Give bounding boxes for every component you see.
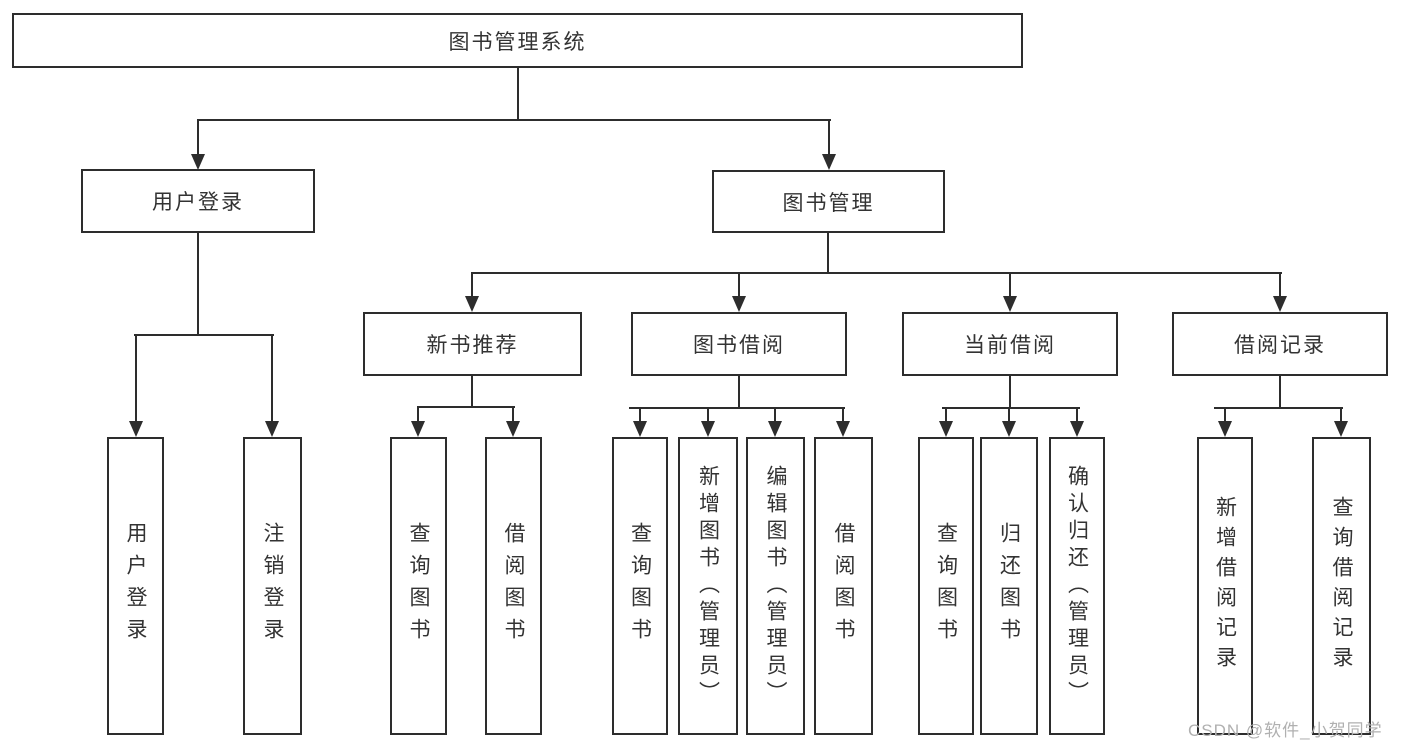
- node-user-login-group: 用户登录: [81, 169, 315, 233]
- connector-leg: [707, 407, 709, 422]
- arrow-down-icon: [1334, 421, 1348, 437]
- connector-leg: [417, 406, 419, 423]
- node-label: 归还图书: [997, 522, 1021, 650]
- node-label: 查询图书: [934, 522, 958, 650]
- node-label: 查询借阅记录: [1330, 496, 1353, 676]
- connector-leg: [1340, 407, 1342, 422]
- connector-leg-logout: [271, 334, 273, 422]
- arrow-down-icon: [939, 421, 953, 437]
- node-label: 查询图书: [628, 522, 652, 650]
- connector-leg-book-management: [828, 119, 830, 155]
- arrow-down-icon: [836, 421, 850, 437]
- node-query-books-borrowing: 查询图书: [612, 437, 668, 735]
- connector-root-stem: [517, 68, 519, 120]
- arrow-down-icon: [265, 421, 279, 437]
- connector-new-book-split: [418, 406, 515, 408]
- node-confirm-return-admin: 确认归还（管理员）: [1049, 437, 1105, 735]
- connector-leg: [1076, 407, 1078, 422]
- arrow-down-icon: [191, 154, 205, 170]
- node-label: 新增借阅记录: [1213, 496, 1237, 676]
- connector-leg: [1008, 407, 1010, 422]
- node-user-login: 用户登录: [107, 437, 164, 735]
- node-label: 借阅图书: [832, 522, 855, 650]
- node-book-management: 图书管理: [712, 170, 945, 233]
- arrow-down-icon: [506, 421, 520, 437]
- connector-borrow-records-stem: [1279, 375, 1281, 408]
- node-label: 用户登录: [124, 522, 147, 650]
- node-label: 确认归还（管理员）: [1065, 464, 1089, 708]
- node-current-borrowing: 当前借阅: [902, 312, 1118, 376]
- connector-user-login-stem: [197, 233, 199, 335]
- arrow-down-icon: [1070, 421, 1084, 437]
- node-query-borrow-record: 查询借阅记录: [1312, 437, 1371, 735]
- arrow-down-icon: [411, 421, 425, 437]
- node-query-books-current: 查询图书: [918, 437, 974, 735]
- connector-leg-book-borrow: [738, 272, 740, 298]
- node-borrowing-records: 借阅记录: [1172, 312, 1388, 376]
- csdn-watermark: CSDN @软件_小贺同学: [1188, 721, 1383, 740]
- arrow-down-icon: [768, 421, 782, 437]
- connector-leg: [1224, 407, 1226, 422]
- node-borrow-books-recommend: 借阅图书: [485, 437, 542, 735]
- connector-leg-login: [135, 334, 137, 422]
- arrow-down-icon: [822, 154, 836, 170]
- node-add-borrow-record: 新增借阅记录: [1197, 437, 1253, 735]
- connector-leg: [639, 407, 641, 422]
- arrow-down-icon: [633, 421, 647, 437]
- connector-book-management-split: [471, 272, 1282, 274]
- connector-leg: [842, 407, 844, 422]
- node-label: 查询图书: [407, 522, 430, 650]
- connector-current-borrow-split: [942, 407, 1080, 409]
- connector-leg: [945, 407, 947, 422]
- node-label: 编辑图书（管理员）: [764, 464, 787, 708]
- node-label: 新增图书（管理员）: [696, 464, 720, 708]
- connector-leg-user-login: [197, 119, 199, 155]
- arrow-down-icon: [465, 296, 479, 312]
- node-borrow-books: 借阅图书: [814, 437, 873, 735]
- node-query-books-recommend: 查询图书: [390, 437, 447, 735]
- connector-leg-borrow-records: [1279, 272, 1281, 298]
- node-label: 借阅图书: [502, 522, 525, 650]
- arrow-down-icon: [701, 421, 715, 437]
- arrow-down-icon: [129, 421, 143, 437]
- node-book-borrowing: 图书借阅: [631, 312, 847, 376]
- connector-book-borrow-stem: [738, 375, 740, 408]
- arrow-down-icon: [1002, 421, 1016, 437]
- node-logout: 注销登录: [243, 437, 302, 735]
- connector-current-borrow-stem: [1009, 375, 1011, 408]
- arrow-down-icon: [1003, 296, 1017, 312]
- connector-leg: [512, 406, 514, 423]
- connector-book-management-stem: [827, 233, 829, 274]
- node-edit-book-admin: 编辑图书（管理员）: [746, 437, 805, 735]
- arrow-down-icon: [732, 296, 746, 312]
- node-label: 注销登录: [261, 522, 284, 650]
- node-add-book-admin: 新增图书（管理员）: [678, 437, 738, 735]
- connector-borrow-records-split: [1214, 407, 1343, 409]
- connector-leg-new-book: [471, 272, 473, 298]
- connector-user-login-split: [134, 334, 274, 336]
- arrow-down-icon: [1273, 296, 1287, 312]
- node-library-management-system: 图书管理系统: [12, 13, 1023, 68]
- connector-leg-current-borrow: [1009, 272, 1011, 298]
- arrow-down-icon: [1218, 421, 1232, 437]
- connector-book-borrow-split: [629, 407, 845, 409]
- connector-new-book-stem: [471, 375, 473, 407]
- connector-leg: [774, 407, 776, 422]
- node-return-books: 归还图书: [980, 437, 1038, 735]
- node-new-book-recommend: 新书推荐: [363, 312, 582, 376]
- connector-root-split: [197, 119, 831, 121]
